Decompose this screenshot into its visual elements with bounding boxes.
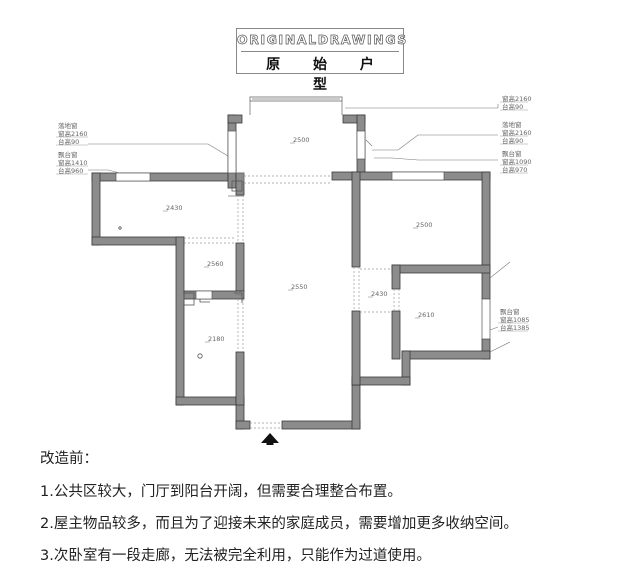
balcony-rail [228,98,343,296]
title-box: ORIGINALDRAWINGS 原 始 户 型 [236,28,408,93]
note-underlines [56,101,528,332]
walls [91,114,491,430]
note-l1-l1: 窗高2160 [58,129,88,138]
dim-bedroom-right-top: 2500 [416,221,433,229]
fixtures [118,180,243,359]
note-l2-l1: 窗高1410 [58,158,88,167]
dim-balcony: 2500 [293,136,310,144]
note-tr-l2: 台高90 [502,102,523,111]
note-tr-l1: 窗高2160 [502,94,532,103]
note-l1-title: 落地窗 [58,121,78,130]
title-chinese: 原 始 户 型 [266,57,388,93]
note-l1-l2: 台高90 [58,137,79,146]
title-rule [241,51,399,52]
note-l2-title: 飘台窗 [58,150,78,159]
door-openings [184,175,400,429]
note-r3-title: 飘台窗 [500,307,520,316]
leader-lines [88,104,511,353]
room-dimensions: 2500 2430 2560 2550 2180 2500 2430 2610 [166,136,435,343]
window-notes: 窗高2160 台高90 落地窗 窗高2160 台高90 飘台窗 窗高1090 台… [58,94,532,332]
dim-ticks [163,142,420,343]
dim-living: 2550 [291,283,308,291]
note-r1-l1: 窗高2160 [502,128,532,137]
note-r3-l2: 台高1385 [500,323,530,332]
note-r2-title: 飘台窗 [502,149,522,158]
title-english: ORIGINALDRAWINGS [237,32,408,48]
dim-bedroom-right-bottom: 2610 [418,311,435,319]
dim-bedroom-left: 2430 [166,204,183,212]
dim-bath: 2180 [208,335,225,343]
note-item-2: 2.屋主物品较多，而且为了迎接未来的家庭成员，需要增加更多收纳空间。 [40,516,518,532]
note-r2-l2: 台高970 [502,165,527,174]
windows [115,96,491,340]
dim-hall-right: 2430 [371,290,388,298]
note-r3-l1: 窗高1085 [500,315,530,324]
note-r2-l1: 窗高1090 [502,157,532,166]
note-l2-l2: 台高960 [58,166,83,175]
note-item-3: 3.次卧室有一段走廊，无法被完全利用，只能作为过道使用。 [40,548,431,564]
entrance-arrow-icon [261,433,279,445]
note-item-1: 1.公共区较大，门厅到阳台开阔，但需要合理整合布置。 [40,484,402,500]
dim-corridor: 2560 [207,260,224,268]
notes-heading: 改造前： [40,451,98,467]
note-r1-title: 落地窗 [502,120,522,129]
note-r1-l2: 台高90 [502,136,523,145]
floor-plan: 2500 2430 2560 2550 2180 2500 2430 2610 … [56,94,532,445]
